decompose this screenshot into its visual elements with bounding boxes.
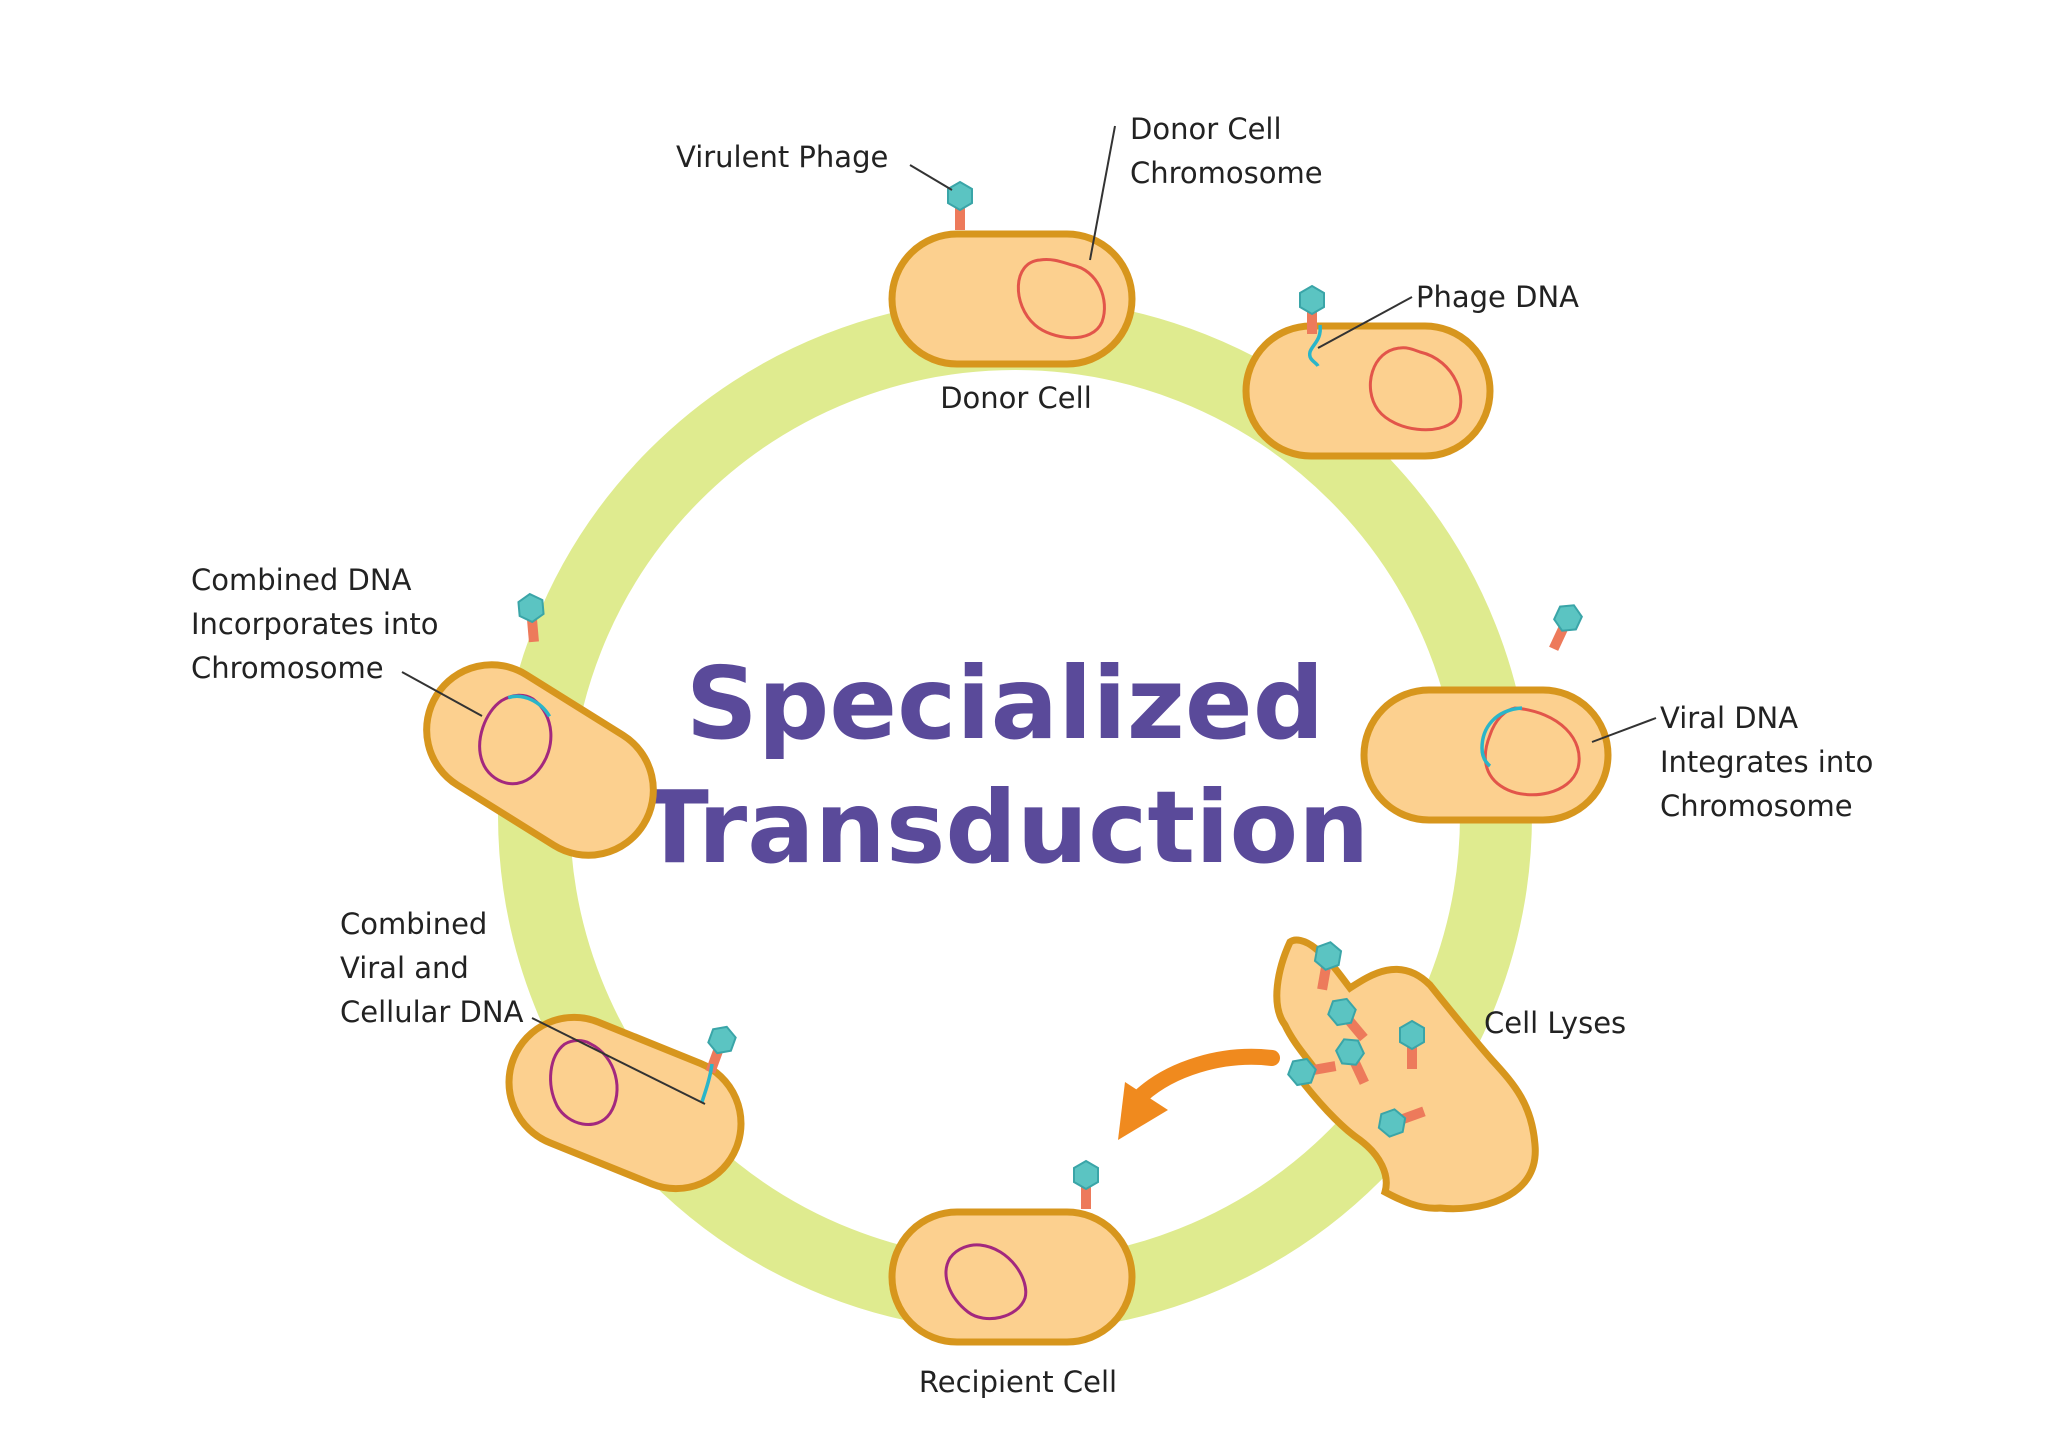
combined-viral-cellular-label-line-1: Combined [340,907,487,941]
donor-chromosome-leader [1089,125,1116,261]
combined-viral-cellular-leader [531,1017,706,1105]
combined-dna-incorporates-label-line-1: Combined DNA [191,563,412,597]
transduced-cell-chromosome-loop [549,1039,619,1126]
viral-dna-integrates-leader [1591,717,1657,743]
combined-dna-incorporates-label-line-3: Chromosome [191,651,384,685]
infected-cell-chromosome-loop [1368,346,1463,432]
transferred-viral-dna [700,1063,714,1103]
donor-cell-chromosome-label-line-1: Donor Cell [1130,112,1282,146]
combined-dna-incorporates-label-line-2: Incorporates into [191,607,438,641]
viral-dna-integrates-label-line-3: Chromosome [1660,789,1853,823]
phage-dna-leader [1317,296,1413,349]
cell-lyses-label: Cell Lyses [1484,1006,1626,1040]
title-line-1: Specialized [686,645,1325,762]
recombinant-cell [423,661,657,859]
transduced-cell [505,1013,745,1193]
integrated-cell-chromosome-loop [1483,706,1581,797]
combined-viral-cellular-label-line-3: Cellular DNA [340,995,524,1029]
viral-dna-integrates-label-line-1: Viral DNA [1660,701,1798,735]
phage-on-recipient-icon [1073,1160,1099,1210]
donor-cell-chromosome-label-line-2: Chromosome [1130,156,1323,190]
integrated-cell [1360,686,1612,824]
virulent-phage-label: Virulent Phage [676,140,888,174]
virulent-phage-leader [909,164,953,191]
integrated-viral-dna [1480,706,1523,768]
donor-cell [888,230,1136,368]
combined-viral-cellular-label-line-2: Viral and [340,951,469,985]
infected-cell [1242,322,1494,460]
recombinant-viral-dna-segment [507,694,552,718]
release-arrow-icon [1118,1048,1280,1140]
donor-cell-chromosome-loop [1016,258,1106,340]
phage-dna-label: Phage DNA [1416,280,1579,314]
combined-dna-incorporates-leader [401,671,483,717]
recipient-cell-label: Recipient Cell [919,1365,1117,1399]
phage-dna-strand [1307,324,1322,367]
recipient-cell-chromosome-loop [944,1243,1028,1321]
recipient-cell [888,1208,1136,1346]
recombinant-cell-chromosome-loop [478,693,553,786]
title-line-2: Transduction [641,769,1370,886]
donor-cell-label: Donor Cell [940,381,1092,415]
viral-dna-integrates-label-line-2: Integrates into [1660,745,1873,779]
free-phage-icon [1541,599,1586,655]
